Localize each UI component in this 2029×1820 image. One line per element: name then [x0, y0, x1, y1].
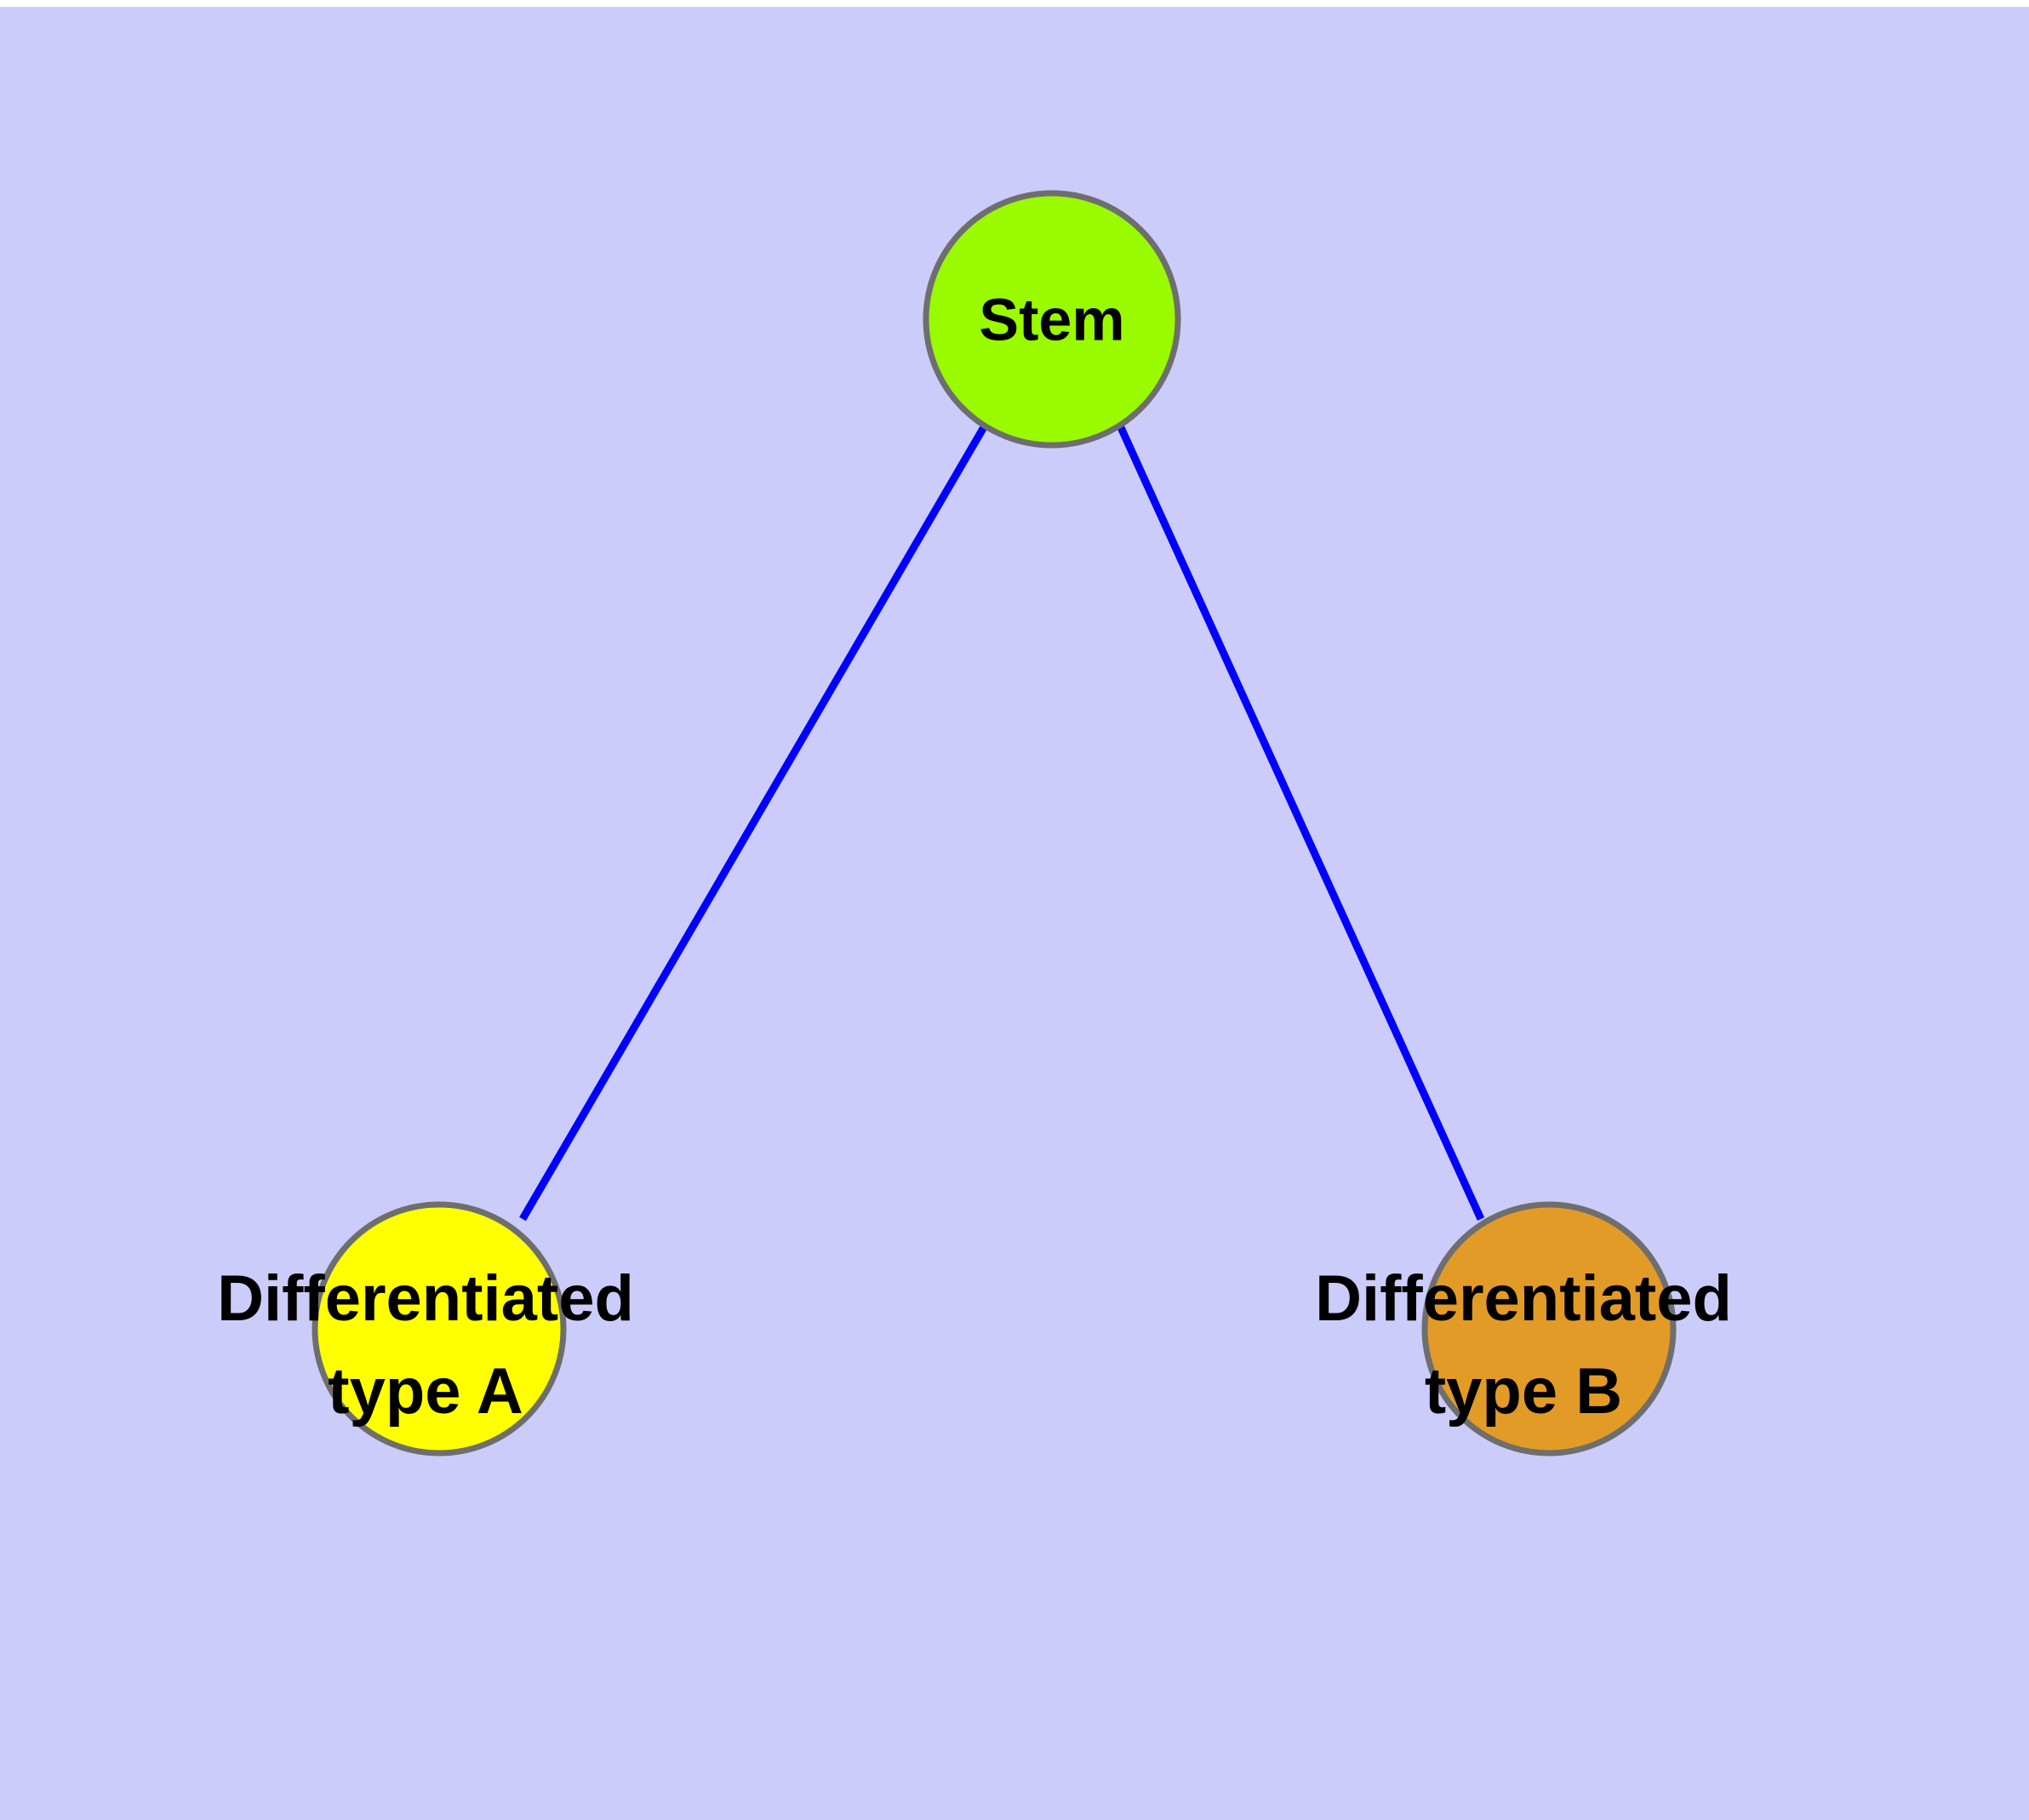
nodes-group — [311, 190, 1677, 1457]
node-differentiated-type-b-circle[interactable] — [1421, 1201, 1677, 1457]
node-differentiated-type-b-label-line1: Differentiated — [1315, 1262, 1732, 1335]
edge-stem-to-differentiated-type-a[interactable] — [519, 423, 988, 1222]
node-stem-circle[interactable] — [923, 190, 1181, 449]
node-differentiated-type-b-label-line2: type B — [1425, 1355, 1622, 1428]
edges-group — [519, 423, 1485, 1222]
edge-stem-to-differentiated-type-b[interactable] — [1116, 424, 1485, 1221]
node-differentiated-type-a-label-line2: type A — [328, 1355, 523, 1428]
node-stem-label: Stem — [979, 287, 1124, 353]
node-differentiated-type-a-label-line1: Differentiated — [217, 1262, 634, 1335]
labels-group: Stem Differentiated type A Differentiate… — [217, 287, 1732, 1428]
node-differentiated-type-a-circle[interactable] — [311, 1201, 567, 1457]
